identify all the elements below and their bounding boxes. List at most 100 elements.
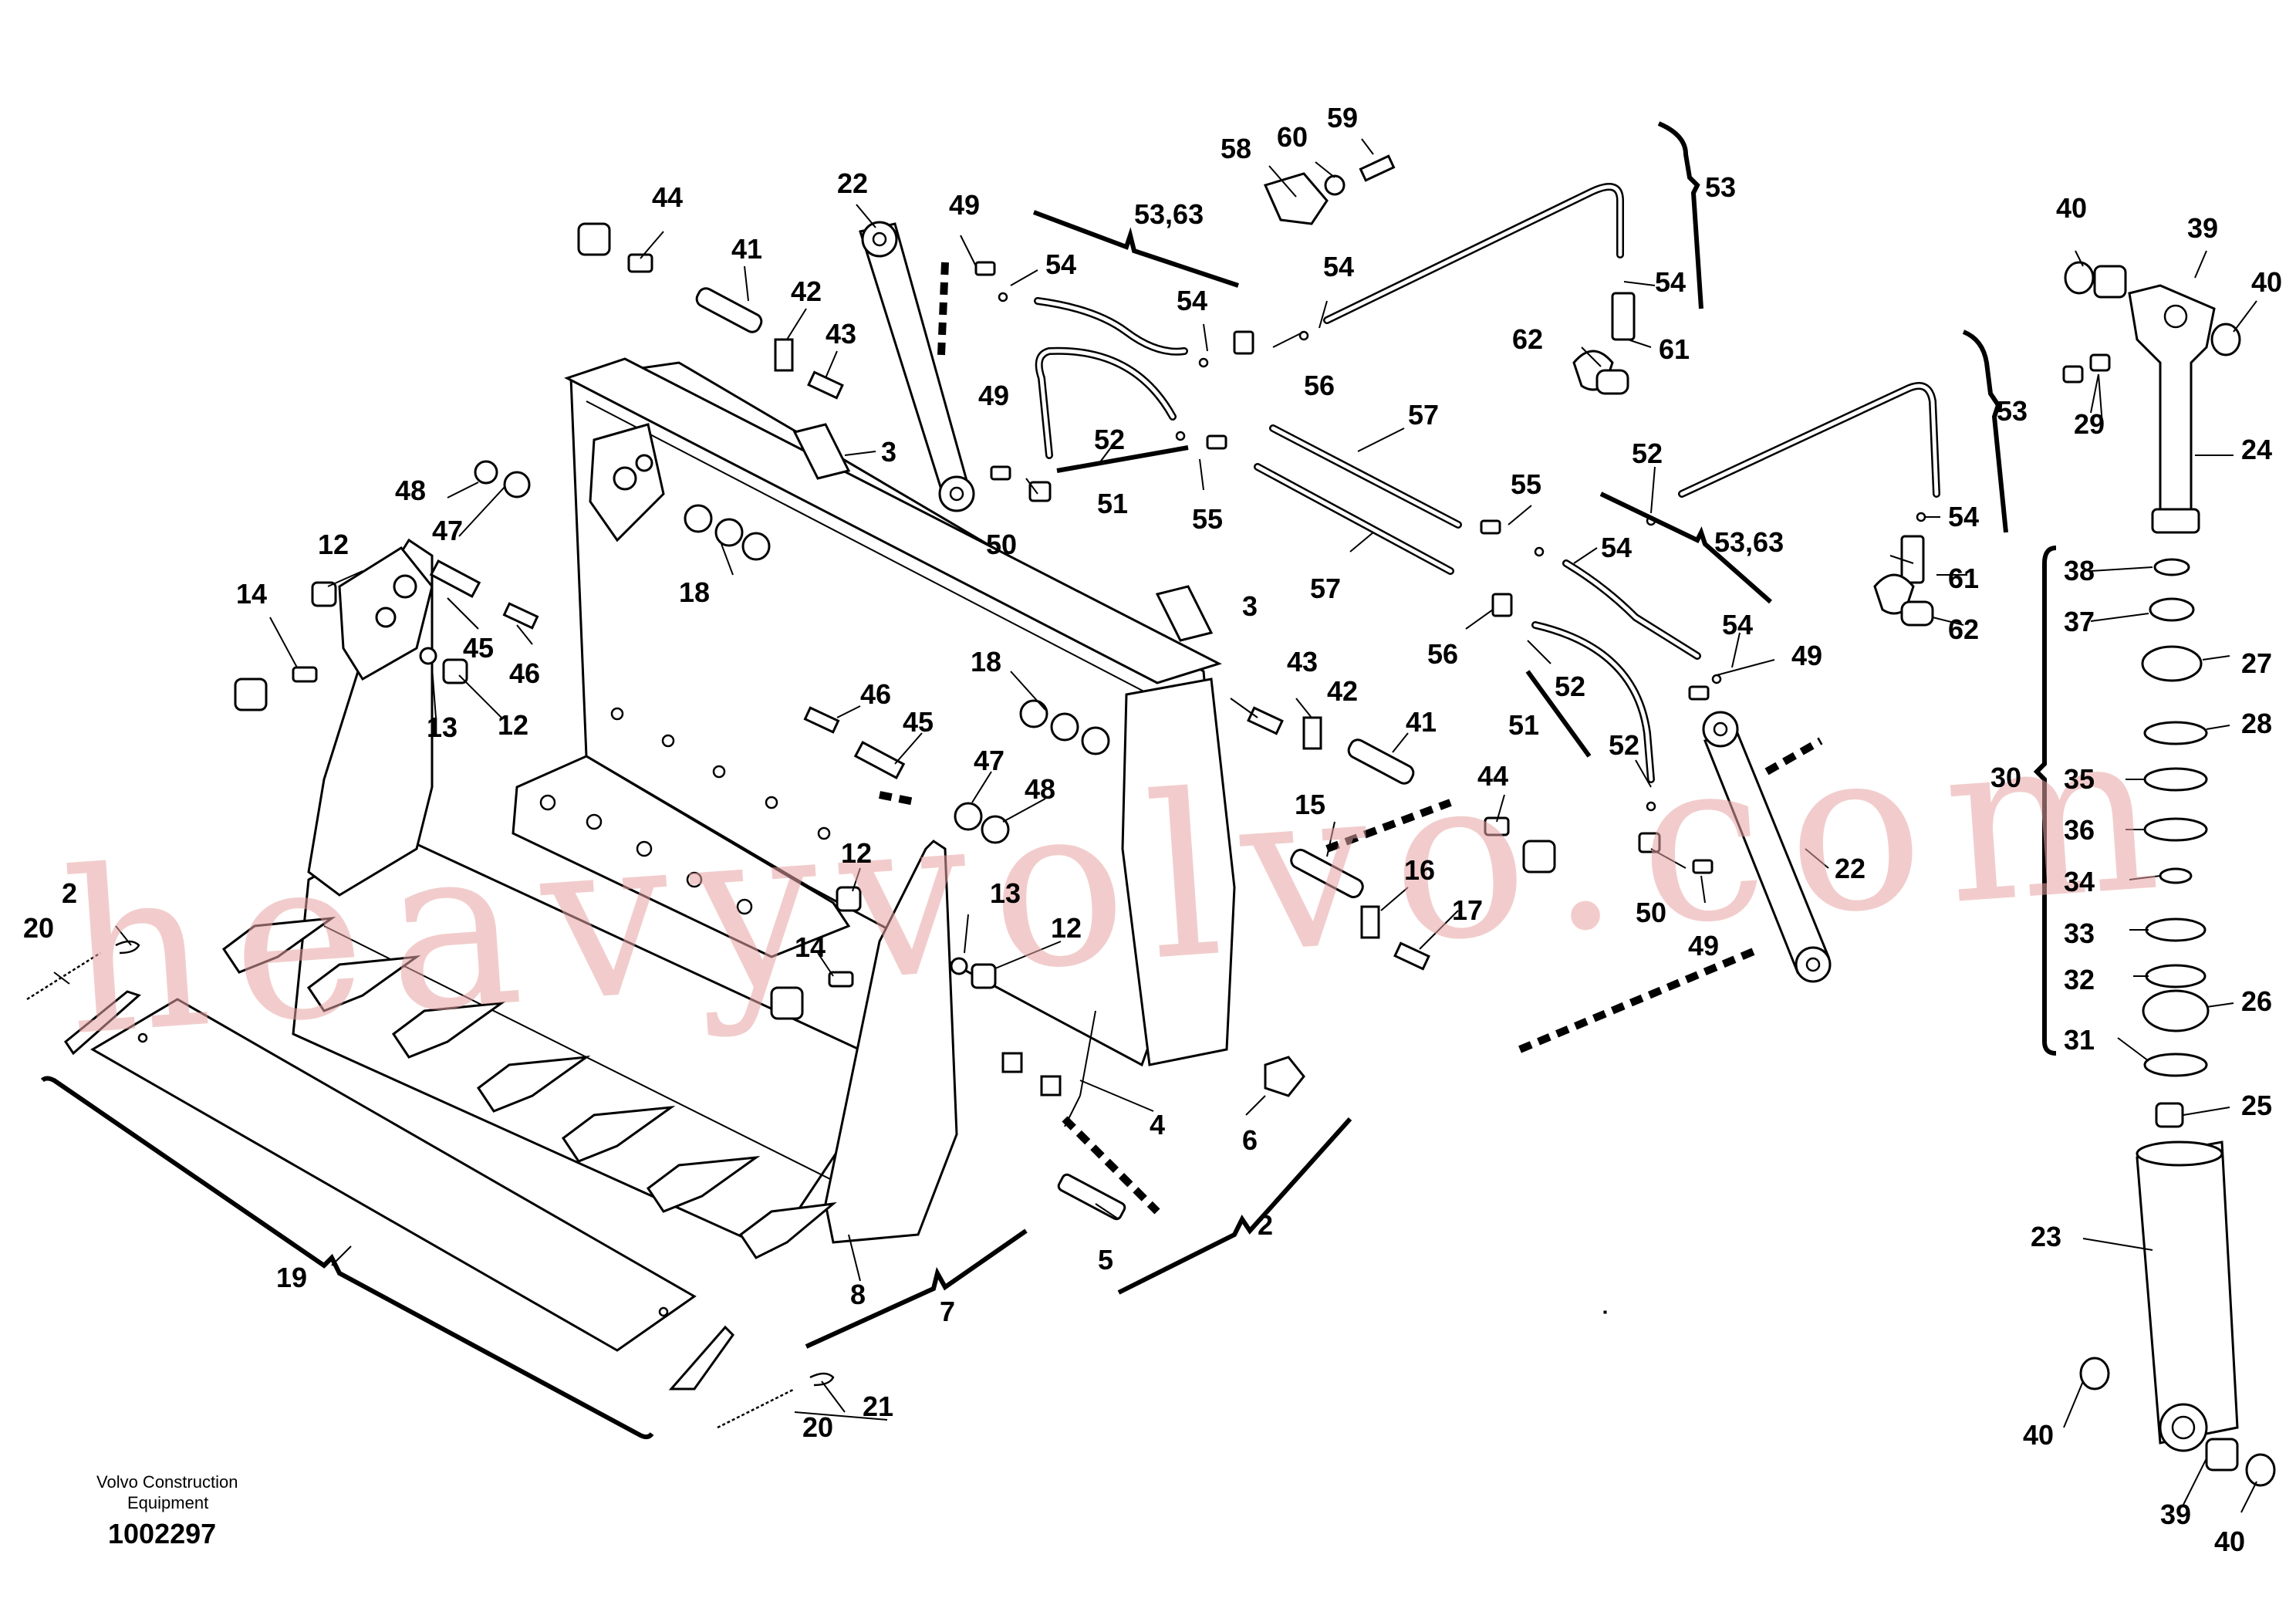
callout-53-63: 53,63 — [1134, 198, 1204, 230]
callout-44: 44 — [1477, 760, 1508, 792]
callout-59: 59 — [1327, 102, 1358, 133]
callout-50: 50 — [986, 529, 1017, 560]
callout-45: 45 — [463, 632, 494, 664]
callout-34: 34 — [2064, 866, 2095, 897]
callout-5: 5 — [1098, 1244, 1113, 1276]
cylinder-barrel-23 — [2136, 1140, 2239, 1452]
callout-40: 40 — [2214, 1526, 2245, 1557]
callout-41: 41 — [731, 233, 762, 265]
tooth-3 — [391, 1001, 506, 1059]
callout-54: 54 — [1655, 266, 1686, 298]
callout-39: 39 — [2187, 212, 2218, 244]
pins-bushings-bolts — [234, 222, 1556, 1221]
callout-26: 26 — [2241, 985, 2272, 1017]
callout-15: 15 — [1295, 789, 1325, 820]
callout-28: 28 — [2241, 708, 2272, 739]
callout-30: 30 — [1990, 762, 2021, 793]
dashed-leaders — [879, 262, 1823, 1215]
callout-54: 54 — [1948, 501, 1979, 532]
callout-14: 14 — [795, 931, 826, 963]
tooth-1 — [221, 916, 336, 974]
callout-29: 29 — [2074, 408, 2105, 440]
callout-57: 57 — [1310, 573, 1341, 604]
callout-21: 21 — [863, 1391, 893, 1422]
callout-50: 50 — [1636, 897, 1666, 928]
spring-left — [26, 951, 101, 1001]
callout-52: 52 — [1555, 671, 1585, 702]
callout-7: 7 — [940, 1296, 955, 1327]
callout-3: 3 — [1242, 590, 1258, 622]
tooth-5 — [561, 1105, 676, 1163]
callout-61: 61 — [1948, 563, 1979, 594]
callout-56: 56 — [1304, 370, 1335, 401]
callout-47: 47 — [432, 515, 463, 546]
callout-51: 51 — [1097, 488, 1128, 519]
callout-60: 60 — [1277, 121, 1308, 153]
hose-clamp — [1263, 154, 1396, 225]
callout-20: 20 — [23, 912, 54, 944]
callout-13: 13 — [427, 711, 458, 743]
callout-62: 62 — [1512, 323, 1543, 355]
cylinder-seal-kit — [2141, 558, 2210, 1128]
callout-16: 16 — [1404, 854, 1435, 886]
callout-2: 2 — [1258, 1209, 1273, 1241]
callout-56: 56 — [1427, 638, 1458, 670]
bucket-teeth — [221, 916, 837, 1259]
back-plate-holes — [610, 707, 831, 840]
callout-43: 43 — [826, 318, 856, 350]
group-braces — [40, 121, 2057, 1440]
callout-49: 49 — [949, 189, 980, 221]
callout-14: 14 — [236, 578, 267, 610]
quick-couplers — [1572, 350, 1934, 1314]
callout-42: 42 — [791, 275, 822, 307]
hydraulic-hoses — [1034, 183, 1940, 783]
callout-labels: 2 2 3 3 4 5 6 7 8 12 12 12 12 13 13 14 1… — [23, 102, 2282, 1557]
callout-43: 43 — [1287, 646, 1318, 678]
callout-4: 4 — [1150, 1109, 1165, 1140]
callout-22: 22 — [837, 167, 868, 199]
callout-53: 53 — [1705, 171, 1736, 203]
callout-55: 55 — [1511, 468, 1541, 500]
callout-57: 57 — [1408, 399, 1439, 431]
callout-38: 38 — [2064, 555, 2095, 586]
cylinder-bushings-seals — [2062, 261, 2276, 1487]
callout-44: 44 — [652, 181, 683, 213]
callout-12: 12 — [498, 709, 528, 741]
cutting-edge-bolt-heads — [539, 794, 753, 915]
callout-8: 8 — [850, 1279, 866, 1310]
drawing-footer: Volvo Construction Equipment 1002297 — [96, 1472, 238, 1549]
callout-49: 49 — [1791, 640, 1822, 671]
callout-54: 54 — [1045, 248, 1076, 280]
callout-24: 24 — [2241, 434, 2272, 465]
hydraulic-cylinder-upper — [859, 221, 975, 512]
callout-12: 12 — [841, 837, 872, 869]
callout-32: 32 — [2064, 964, 2095, 995]
callout-54: 54 — [1177, 285, 1207, 316]
callout-54: 54 — [1323, 251, 1354, 282]
callout-17: 17 — [1452, 894, 1483, 926]
callout-41: 41 — [1406, 706, 1437, 738]
callout-52: 52 — [1094, 424, 1125, 455]
callout-45: 45 — [903, 706, 934, 738]
callout-23: 23 — [2031, 1221, 2061, 1252]
callout-27: 27 — [2241, 647, 2272, 679]
tooth-6 — [646, 1155, 761, 1213]
callout-12: 12 — [1051, 912, 1082, 944]
callout-35: 35 — [2064, 763, 2095, 795]
leader-lines — [53, 138, 2257, 1513]
company-name-line2: Equipment — [127, 1493, 208, 1512]
callout-53-63: 53,63 — [1714, 526, 1784, 558]
callout-48: 48 — [1025, 773, 1055, 805]
callout-39: 39 — [2160, 1499, 2191, 1530]
callout-2: 2 — [62, 877, 77, 909]
callout-55: 55 — [1192, 503, 1223, 535]
tooth-7 — [738, 1201, 837, 1259]
callout-52: 52 — [1609, 729, 1639, 761]
callout-46: 46 — [509, 657, 540, 689]
callout-42: 42 — [1327, 675, 1358, 707]
clip-right — [809, 1372, 835, 1387]
callout-52: 52 — [1632, 438, 1663, 469]
callout-6: 6 — [1242, 1124, 1258, 1156]
tooth-2 — [306, 955, 421, 1012]
